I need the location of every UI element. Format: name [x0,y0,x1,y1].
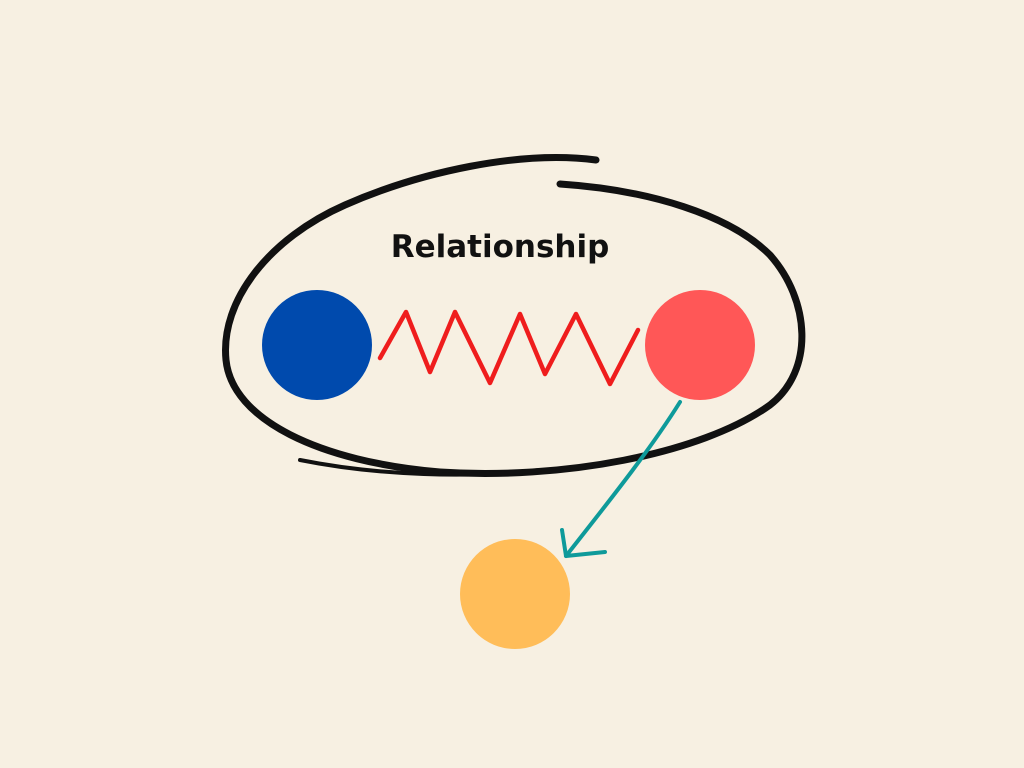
arrow-head [560,528,607,558]
arrow-shaft [564,400,682,558]
relationship-label: Relationship [391,229,610,265]
spring-connector [377,309,641,387]
blue-node [262,290,372,400]
relationship-enclosure [222,154,806,477]
yellow-node [460,539,570,649]
red-node [645,290,755,400]
enclosure-overlap-stroke [298,458,542,477]
